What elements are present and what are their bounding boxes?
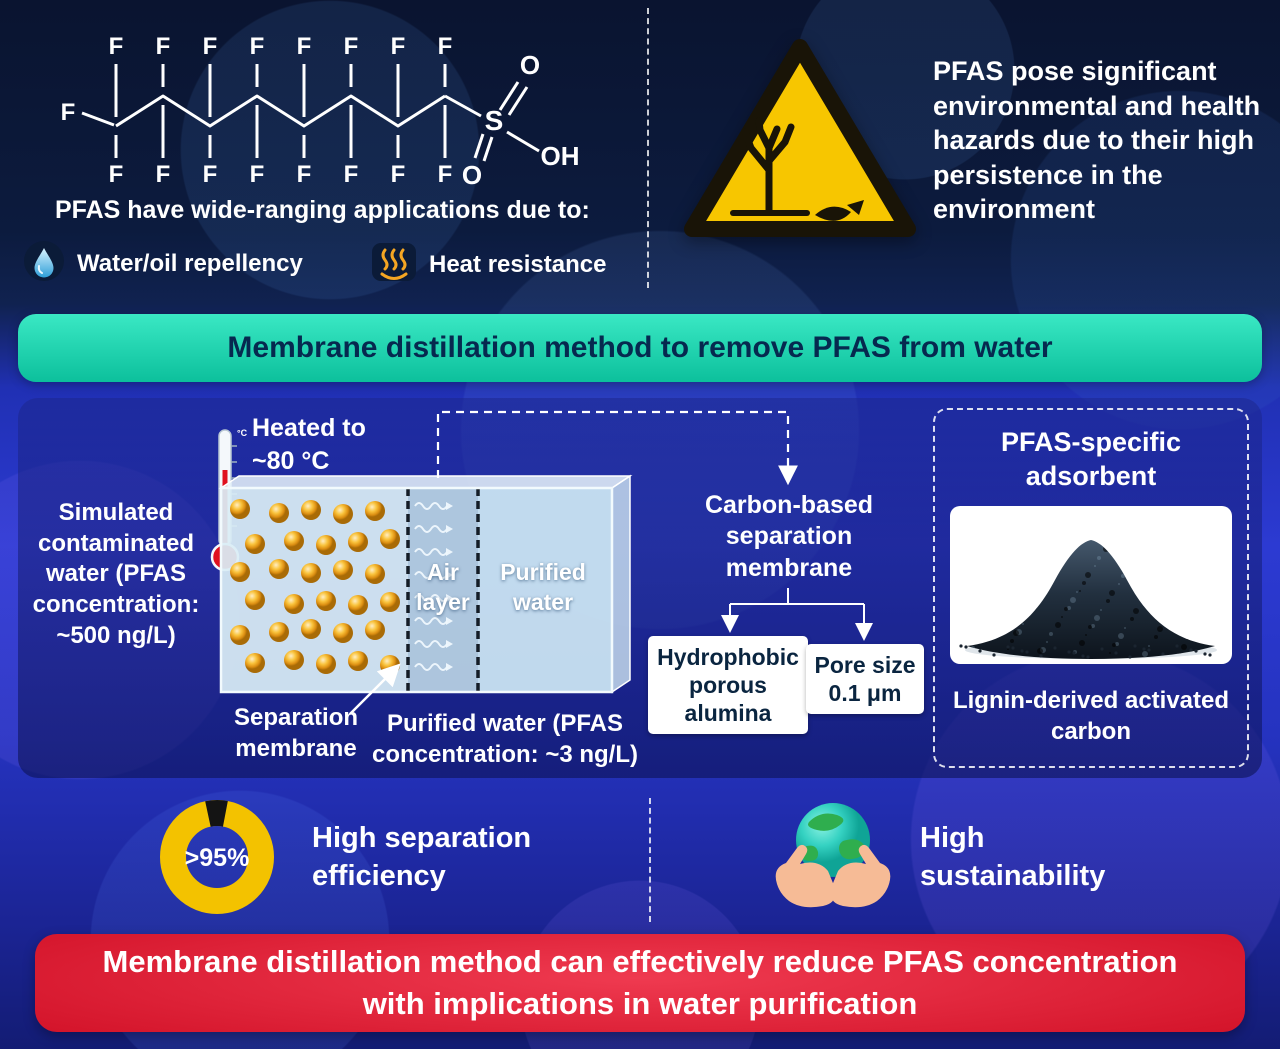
thermometer-unit: °C bbox=[237, 428, 248, 438]
method-banner-text: Membrane distillation method to remove P… bbox=[227, 331, 1053, 364]
svg-text:F: F bbox=[438, 33, 453, 60]
svg-text:F: F bbox=[344, 161, 359, 188]
sustainability-label: High sustainability bbox=[920, 822, 1106, 892]
efficiency-value: >95% bbox=[185, 844, 250, 872]
svg-text:O: O bbox=[520, 50, 540, 80]
svg-text:F: F bbox=[109, 33, 124, 60]
svg-text:F: F bbox=[250, 161, 265, 188]
application-item-water-repellency: Water/oil repellency bbox=[24, 241, 303, 286]
svg-text:F: F bbox=[109, 161, 124, 188]
svg-text:F: F bbox=[250, 33, 265, 60]
svg-text:F: F bbox=[203, 161, 218, 188]
svg-text:F: F bbox=[61, 99, 76, 126]
air-layer-label: Air layer bbox=[416, 559, 470, 615]
adsorbent-callout-box: PFAS-specific adsorbent Lignin-derived a… bbox=[933, 408, 1249, 768]
application-label-heat: Heat resistance bbox=[429, 250, 607, 278]
environmental-hazard-warning-icon bbox=[684, 39, 916, 237]
water-droplet-icon bbox=[24, 241, 64, 286]
membrane-property-box-pore-size: Pore size 0.1 μm bbox=[806, 644, 924, 715]
svg-text:F: F bbox=[391, 33, 406, 60]
svg-text:F: F bbox=[391, 161, 406, 188]
top-section-divider bbox=[647, 8, 649, 288]
application-label-water: Water/oil repellency bbox=[77, 249, 303, 277]
adsorbent-title: PFAS-specific adsorbent bbox=[1000, 427, 1182, 491]
heated-label: Heated to ~80 °C bbox=[252, 414, 366, 475]
carbon-pile-illustration bbox=[959, 540, 1217, 659]
hands-holding-earth-icon bbox=[775, 803, 891, 908]
conclusion-banner-text: Membrane distillation method can effecti… bbox=[102, 944, 1178, 1021]
membrane-callout-label: Carbon-based separation membrane bbox=[704, 491, 874, 582]
membrane-property-box-alumina: Hydrophobic porous alumina bbox=[648, 636, 808, 735]
efficiency-donut-chart: >95% bbox=[160, 800, 274, 914]
svg-text:F: F bbox=[344, 33, 359, 60]
hazard-statement: PFAS pose significant environmental and … bbox=[933, 56, 1261, 225]
separation-membrane-label: Separation membrane bbox=[233, 704, 359, 763]
svg-text:F: F bbox=[297, 161, 312, 188]
svg-text:F: F bbox=[156, 161, 171, 188]
svg-text:F: F bbox=[297, 33, 312, 60]
svg-text:F: F bbox=[203, 33, 218, 60]
efficiency-label: High separation efficiency bbox=[312, 822, 532, 892]
activated-carbon-image bbox=[950, 506, 1232, 664]
method-banner: Membrane distillation method to remove P… bbox=[18, 314, 1262, 382]
application-item-heat-resistance: Heat resistance bbox=[372, 241, 606, 288]
results-divider bbox=[649, 798, 651, 922]
applications-caption: PFAS have wide-ranging applications due … bbox=[55, 196, 590, 224]
svg-text:OH: OH bbox=[541, 141, 580, 171]
svg-text:F: F bbox=[156, 33, 171, 60]
heat-waves-icon bbox=[372, 241, 416, 288]
svg-text:S: S bbox=[485, 105, 504, 136]
svg-text:O: O bbox=[462, 160, 482, 190]
svg-text:F: F bbox=[438, 161, 453, 188]
pfas-molecule-structure: F F F F F F F F F F F F F F F F F SO O OH bbox=[61, 33, 580, 190]
adsorbent-caption: Lignin-derived activated carbon bbox=[952, 687, 1230, 745]
feed-water-label: Simulated contaminated water (PFAS conce… bbox=[32, 499, 200, 649]
conclusion-banner: Membrane distillation method can effecti… bbox=[35, 934, 1245, 1032]
purified-water-label: Purified water bbox=[500, 559, 586, 615]
purified-water-note: Purified water (PFAS concentration: ~3 n… bbox=[371, 710, 638, 769]
process-diagram-panel: °C Heated to ~80 °C Simulated contaminat… bbox=[18, 398, 1262, 778]
